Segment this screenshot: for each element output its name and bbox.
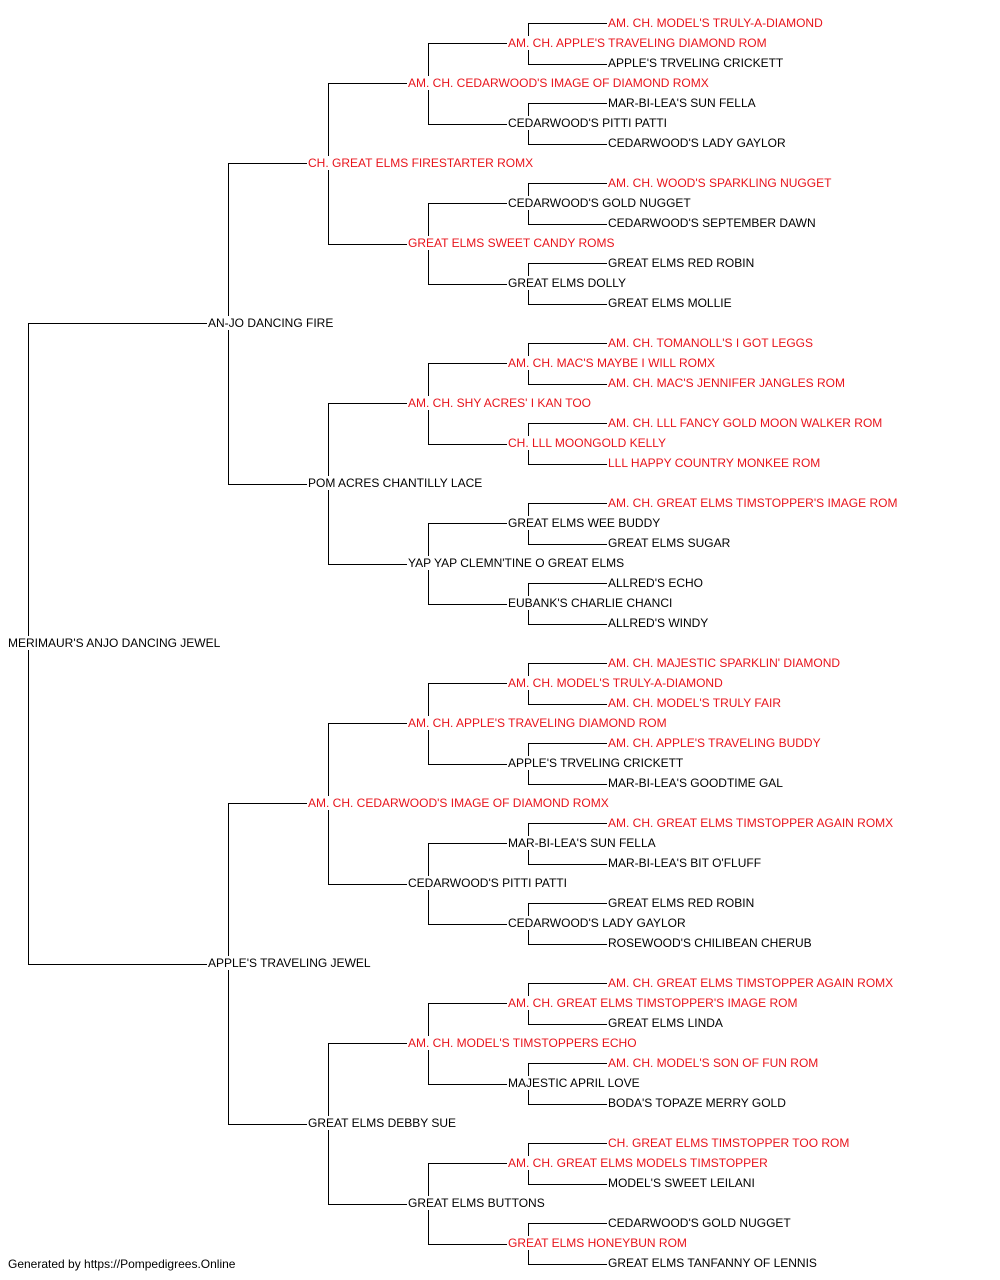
ancestor-name-gen-5: AM. CH. GREAT ELMS TIMSTOPPER'S IMAGE RO… — [608, 496, 900, 510]
ancestor-name-gen-5: GREAT ELMS RED ROBIN — [608, 896, 757, 910]
ancestor-name-gen-3: GREAT ELMS SWEET CANDY ROMS — [408, 236, 617, 250]
ancestor-name-gen-4: AM. CH. MAC'S MAYBE I WILL ROMX — [508, 356, 717, 370]
ancestor-name-gen-3: AM. CH. APPLE'S TRAVELING DIAMOND ROM — [408, 716, 669, 730]
ancestor-name-gen-5: CEDARWOOD'S SEPTEMBER DAWN — [608, 216, 818, 230]
ancestor-name-gen-5: BODA'S TOPAZE MERRY GOLD — [608, 1096, 788, 1110]
ancestor-name-gen-5: AM. CH. GREAT ELMS TIMSTOPPER AGAIN ROMX — [608, 976, 896, 990]
ancestor-name-gen-5: GREAT ELMS MOLLIE — [608, 296, 734, 310]
ancestor-name-gen-3: AM. CH. CEDARWOOD'S IMAGE OF DIAMOND ROM… — [408, 76, 711, 90]
ancestor-name-gen-2: POM ACRES CHANTILLY LACE — [308, 476, 485, 490]
ancestor-name-gen-3: YAP YAP CLEMN'TINE O GREAT ELMS — [408, 556, 627, 570]
ancestor-name-gen-5: GREAT ELMS RED ROBIN — [608, 256, 757, 270]
ancestor-name-gen-1: APPLE'S TRAVELING JEWEL — [208, 956, 373, 970]
ancestor-name-gen-4: AM. CH. GREAT ELMS TIMSTOPPER'S IMAGE RO… — [508, 996, 800, 1010]
ancestor-name-gen-4: GREAT ELMS HONEYBUN ROM — [508, 1236, 689, 1250]
ancestor-name-gen-5: AM. CH. APPLE'S TRAVELING BUDDY — [608, 736, 823, 750]
ancestor-name-gen-5: CH. GREAT ELMS TIMSTOPPER TOO ROM — [608, 1136, 852, 1150]
ancestor-name-gen-5: AM. CH. MODEL'S SON OF FUN ROM — [608, 1056, 821, 1070]
ancestor-name-gen-4: CEDARWOOD'S PITTI PATTI — [508, 116, 669, 130]
ancestor-name-gen-5: AM. CH. WOOD'S SPARKLING NUGGET — [608, 176, 834, 190]
ancestor-name-gen-4: MAR-BI-LEA'S SUN FELLA — [508, 836, 658, 850]
ancestor-name-gen-5: MAR-BI-LEA'S SUN FELLA — [608, 96, 758, 110]
ancestor-name-gen-4: CH. LLL MOONGOLD KELLY — [508, 436, 669, 450]
ancestor-name-gen-4: MAJESTIC APRIL LOVE — [508, 1076, 642, 1090]
ancestor-name-gen-4: EUBANK'S CHARLIE CHANCI — [508, 596, 675, 610]
ancestor-name-gen-2: CH. GREAT ELMS FIRESTARTER ROMX — [308, 156, 536, 170]
ancestor-name-gen-5: AM. CH. MODEL'S TRULY FAIR — [608, 696, 783, 710]
ancestor-name-gen-5: AM. CH. LLL FANCY GOLD MOON WALKER ROM — [608, 416, 885, 430]
ancestor-name-gen-1: AN-JO DANCING FIRE — [208, 316, 336, 330]
ancestor-name-gen-5: GREAT ELMS LINDA — [608, 1016, 725, 1030]
ancestor-name-gen-4: AM. CH. MODEL'S TRULY-A-DIAMOND — [508, 676, 725, 690]
ancestor-name-gen-5: AM. CH. TOMANOLL'S I GOT LEGGS — [608, 336, 816, 350]
ancestor-name-gen-5: CEDARWOOD'S GOLD NUGGET — [608, 1216, 793, 1230]
ancestor-name-gen-4: GREAT ELMS DOLLY — [508, 276, 629, 290]
ancestor-name-gen-5: ALLRED'S WINDY — [608, 616, 711, 630]
ancestor-name-gen-4: GREAT ELMS WEE BUDDY — [508, 516, 663, 530]
ancestor-name-gen-3: CEDARWOOD'S PITTI PATTI — [408, 876, 569, 890]
generated-by-footer: Generated by https://Pompedigrees.Online — [8, 1257, 236, 1271]
ancestor-name-gen-2: GREAT ELMS DEBBY SUE — [308, 1116, 459, 1130]
ancestor-name-gen-2: AM. CH. CEDARWOOD'S IMAGE OF DIAMOND ROM… — [308, 796, 611, 810]
ancestor-name-gen-3: AM. CH. SHY ACRES' I KAN TOO — [408, 396, 594, 410]
ancestor-name-gen-5: AM. CH. MAJESTIC SPARKLIN' DIAMOND — [608, 656, 843, 670]
subject-dog-name: MERIMAUR'S ANJO DANCING JEWEL — [8, 636, 223, 650]
ancestor-name-gen-5: AM. CH. MODEL'S TRULY-A-DIAMOND — [608, 16, 825, 30]
ancestor-name-gen-5: LLL HAPPY COUNTRY MONKEE ROM — [608, 456, 823, 470]
ancestor-name-gen-5: GREAT ELMS SUGAR — [608, 536, 733, 550]
ancestor-name-gen-4: AM. CH. GREAT ELMS MODELS TIMSTOPPER — [508, 1156, 770, 1170]
ancestor-name-gen-4: APPLE'S TRVELING CRICKETT — [508, 756, 686, 770]
ancestor-name-gen-5: ALLRED'S ECHO — [608, 576, 705, 590]
ancestor-name-gen-5: AM. CH. MAC'S JENNIFER JANGLES ROM — [608, 376, 847, 390]
ancestor-name-gen-5: GREAT ELMS TANFANNY OF LENNIS — [608, 1256, 819, 1270]
ancestor-name-gen-4: AM. CH. APPLE'S TRAVELING DIAMOND ROM — [508, 36, 769, 50]
ancestor-name-gen-5: MODEL'S SWEET LEILANI — [608, 1176, 757, 1190]
ancestor-name-gen-3: AM. CH. MODEL'S TIMSTOPPERS ECHO — [408, 1036, 639, 1050]
ancestor-name-gen-3: GREAT ELMS BUTTONS — [408, 1196, 547, 1210]
ancestor-name-gen-5: CEDARWOOD'S LADY GAYLOR — [608, 136, 788, 150]
ancestor-name-gen-5: APPLE'S TRVELING CRICKETT — [608, 56, 786, 70]
ancestor-name-gen-4: CEDARWOOD'S LADY GAYLOR — [508, 916, 688, 930]
ancestor-name-gen-5: AM. CH. GREAT ELMS TIMSTOPPER AGAIN ROMX — [608, 816, 896, 830]
ancestor-name-gen-5: MAR-BI-LEA'S GOODTIME GAL — [608, 776, 785, 790]
ancestor-name-gen-4: CEDARWOOD'S GOLD NUGGET — [508, 196, 693, 210]
ancestor-name-gen-5: MAR-BI-LEA'S BIT O'FLUFF — [608, 856, 764, 870]
ancestor-name-gen-5: ROSEWOOD'S CHILIBEAN CHERUB — [608, 936, 814, 950]
